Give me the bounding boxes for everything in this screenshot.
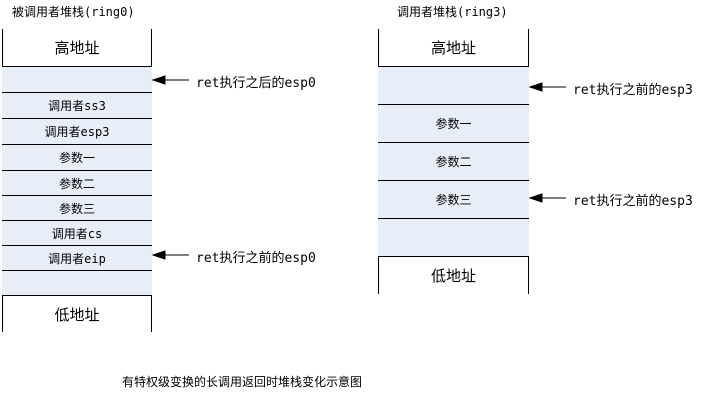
left-stack-title: 被调用者堆栈(ring0) (12, 5, 135, 19)
left-cell-4: 参数二 (2, 170, 152, 195)
right-mid-arrowhead (528, 193, 543, 203)
right-cell-2: 参数二 (378, 142, 529, 180)
left-cell-7: 调用者eip (2, 245, 152, 270)
left-cell-1: 调用者ss3 (2, 92, 152, 118)
left-stack: 高地址 调用者ss3 调用者esp3 参数一 参数二 参数三 调用者cs 调用者… (2, 29, 152, 332)
right-low-address: 低地址 (430, 267, 476, 285)
right-top-arrowhead (528, 82, 543, 92)
right-stack-title: 调用者堆栈(ring3) (397, 5, 508, 19)
left-after-label: ret执行之后的esp0 (196, 76, 316, 91)
left-cell-2: 调用者esp3 (2, 118, 152, 144)
right-cell-4 (378, 218, 529, 257)
right-mid-label: ret执行之前的esp3 (573, 194, 693, 209)
left-cell-8 (2, 270, 152, 296)
right-top-label: ret执行之前的esp3 (573, 83, 693, 98)
right-stack: 高地址 参数一 参数二 参数三 低地址 (378, 29, 529, 294)
left-cell-0 (2, 66, 152, 92)
left-cell-5: 参数三 (2, 195, 152, 220)
left-cell-3: 参数一 (2, 144, 152, 170)
diagram-caption: 有特权级变换的长调用返回时堆栈变化示意图 (122, 375, 363, 389)
right-high-address: 高地址 (430, 39, 476, 57)
left-low-address: 低地址 (54, 305, 100, 324)
left-before-arrowhead (151, 250, 166, 260)
left-before-label: ret执行之前的esp0 (196, 251, 316, 266)
left-cell-6: 调用者cs (2, 220, 152, 245)
left-high-address: 高地址 (54, 39, 100, 57)
right-cell-1: 参数一 (378, 104, 529, 142)
right-cell-0 (378, 66, 529, 104)
right-cell-3: 参数三 (378, 180, 529, 218)
left-after-arrowhead (151, 75, 166, 85)
